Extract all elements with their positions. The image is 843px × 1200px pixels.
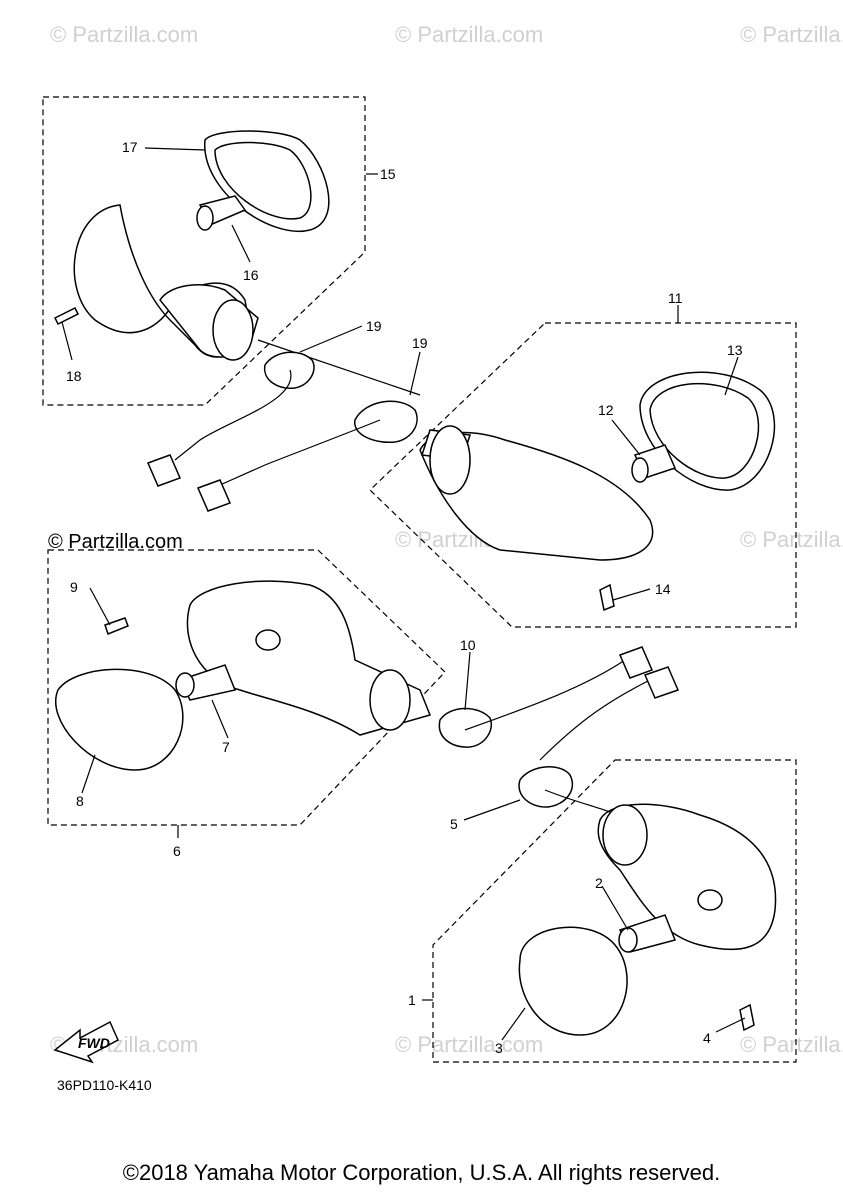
watermark: © Partzilla.com bbox=[50, 22, 198, 47]
leader-lines bbox=[61, 147, 746, 1041]
callout-1: 1 bbox=[408, 992, 416, 1008]
callout-19-right: 19 bbox=[412, 335, 428, 351]
watermark: © Partzilla.com bbox=[740, 527, 843, 552]
callout-18: 18 bbox=[66, 368, 82, 384]
callout-5: 5 bbox=[450, 816, 458, 832]
callout-3: 3 bbox=[495, 1040, 503, 1056]
callout-14: 14 bbox=[655, 581, 671, 597]
assembly-11 bbox=[196, 371, 776, 612]
assembly-6 bbox=[55, 580, 654, 771]
callout-2: 2 bbox=[595, 875, 603, 891]
assembly-1 bbox=[518, 666, 777, 1036]
callout-4: 4 bbox=[703, 1030, 711, 1046]
callout-9: 9 bbox=[70, 579, 78, 595]
watermark-prominent: © Partzilla.com bbox=[48, 531, 183, 553]
watermark: © Partzilla.com bbox=[740, 22, 843, 47]
callout-17: 17 bbox=[122, 139, 138, 155]
callout-12: 12 bbox=[598, 402, 614, 418]
watermark: © Partzilla.com bbox=[395, 1032, 543, 1057]
assembly-outlines bbox=[42, 96, 797, 1063]
callout-16: 16 bbox=[243, 267, 259, 283]
copyright-notice: ©2018 Yamaha Motor Corporation, U.S.A. A… bbox=[122, 1160, 721, 1185]
callout-10: 10 bbox=[460, 637, 476, 653]
callout-8: 8 bbox=[76, 793, 84, 809]
callout-15: 15 bbox=[380, 166, 396, 182]
fwd-label: FWD bbox=[78, 1035, 110, 1051]
fwd-arrow: FWD bbox=[53, 1020, 119, 1064]
callout-19-left: 19 bbox=[366, 318, 382, 334]
callouts: 17 15 16 18 19 19 11 13 12 14 9 10 7 8 6… bbox=[66, 139, 743, 1056]
callout-7: 7 bbox=[222, 739, 230, 755]
watermark: © Partzilla.com bbox=[395, 22, 543, 47]
watermark: © Partzilla.com bbox=[740, 1032, 843, 1057]
callout-13: 13 bbox=[727, 342, 743, 358]
callout-6: 6 bbox=[173, 843, 181, 859]
assembly-15 bbox=[53, 130, 421, 487]
diagram-code: 36PD110-K410 bbox=[57, 1077, 152, 1093]
callout-11: 11 bbox=[668, 290, 683, 306]
